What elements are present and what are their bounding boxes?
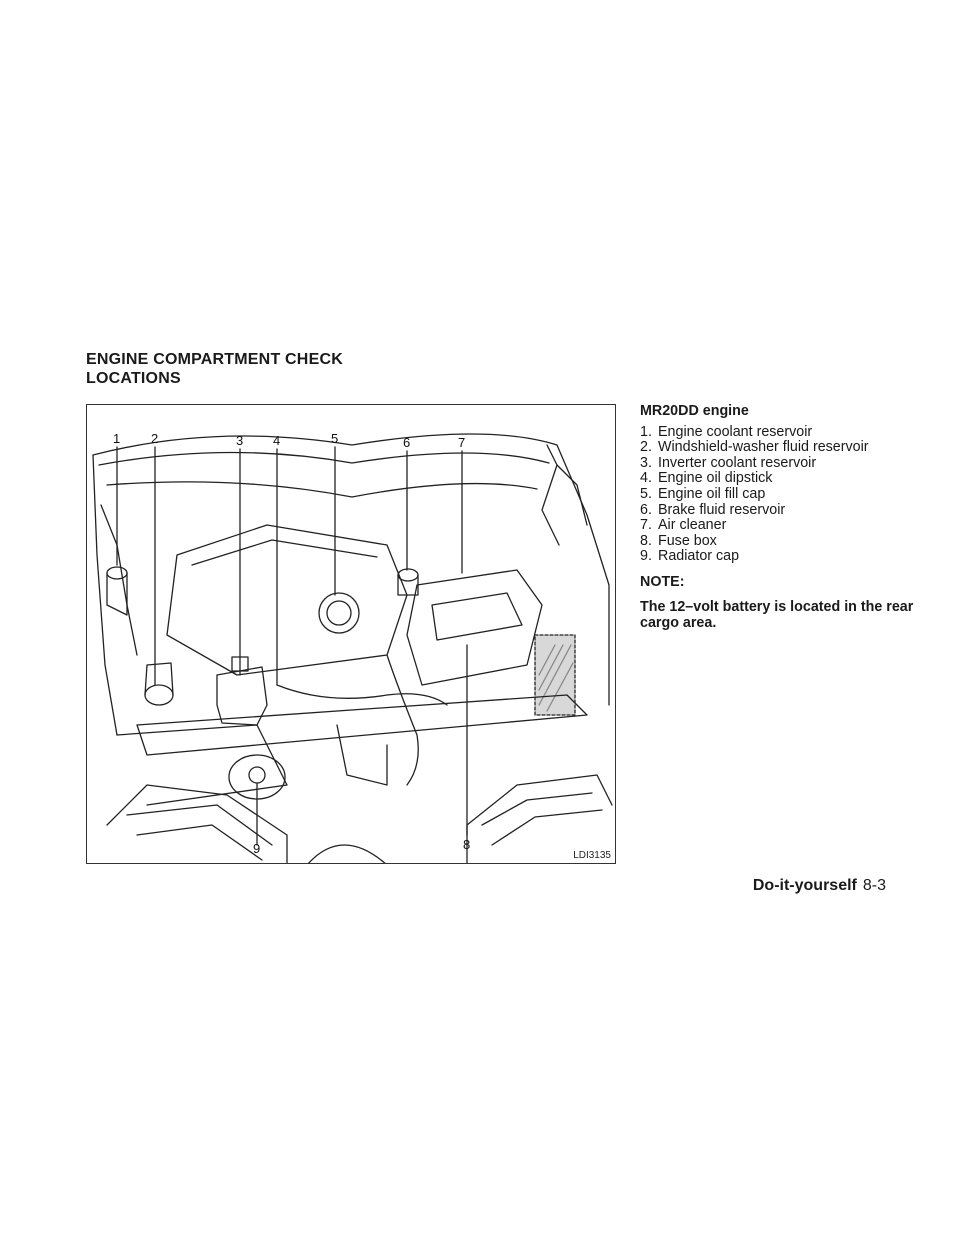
item-label: Inverter coolant reservoir (658, 454, 817, 471)
list-item: 7. Air cleaner (640, 518, 925, 534)
list-item: 2. Windshield-washer fluid reservoir (640, 440, 925, 456)
list-item: 6. Brake fluid reservoir (640, 501, 925, 519)
section-title: ENGINE COMPARTMENT CHECK LOCATIONS (86, 350, 343, 388)
item-label: Engine oil dipstick (658, 470, 773, 487)
item-label: Radiator cap (658, 548, 740, 565)
chapter-title: Do-it-yourself (752, 877, 857, 894)
item-number: 6. (640, 501, 652, 518)
item-number: 4. (640, 470, 652, 487)
item-label: Fuse box (658, 532, 717, 549)
callout-4: 4 (273, 433, 281, 448)
callout-1: 1 (113, 431, 121, 446)
callout-6: 6 (403, 435, 411, 450)
list-item: 5. Engine oil fill cap (640, 485, 925, 503)
item-number: 9. (640, 548, 652, 565)
callout-9: 9 (253, 841, 261, 856)
location-list: 1. Engine coolant reservoir 2. Windshield-… (640, 423, 925, 565)
figure-id: LDI3135 (573, 850, 611, 861)
list-item: 3. Inverter coolant reservoir (640, 454, 925, 472)
list-item: 8. Fuse box (640, 532, 925, 550)
engine-label: MR20DD engine (640, 403, 749, 419)
section-title-line-1: ENGINE COMPARTMENT CHECK (86, 351, 343, 368)
note-text: The 12–volt battery is located in the re… (640, 598, 914, 631)
section-title-line-2: LOCATIONS (86, 370, 181, 387)
callout-5: 5 (331, 431, 339, 446)
item-label: Engine oil fill cap (658, 485, 766, 502)
list-item: 9. Radiator cap (640, 549, 925, 565)
item-number: 5. (640, 485, 652, 502)
item-label: Windshield-washer fluid reservoir (658, 439, 869, 456)
item-number: 1. (640, 423, 652, 440)
item-number: 2. (640, 439, 652, 456)
engine-compartment-illustration: 1 2 3 4 5 6 7 8 9 LDI3135 (86, 404, 616, 864)
locations-legend: MR20DD engine 1. Engine coolant reservoir… (640, 403, 925, 631)
item-label: Brake fluid reservoir (658, 501, 786, 518)
list-item: 4. Engine oil dipstick (640, 471, 925, 487)
callout-7: 7 (458, 435, 466, 450)
callout-2: 2 (151, 431, 159, 446)
callout-8: 8 (463, 837, 471, 852)
item-label: Air cleaner (658, 517, 727, 534)
page-number: 8-3 (862, 877, 886, 894)
item-label: Engine coolant reservoir (658, 423, 813, 440)
callout-3: 3 (236, 433, 244, 448)
note-label: NOTE: (640, 573, 685, 590)
engine-line-drawing (92, 433, 613, 863)
item-number: 7. (640, 517, 652, 534)
list-item: 1. Engine coolant reservoir (640, 423, 925, 441)
item-number: 8. (640, 532, 652, 549)
item-number: 3. (640, 454, 652, 471)
page-footer: Do-it-yourself 8-3 (753, 877, 886, 895)
